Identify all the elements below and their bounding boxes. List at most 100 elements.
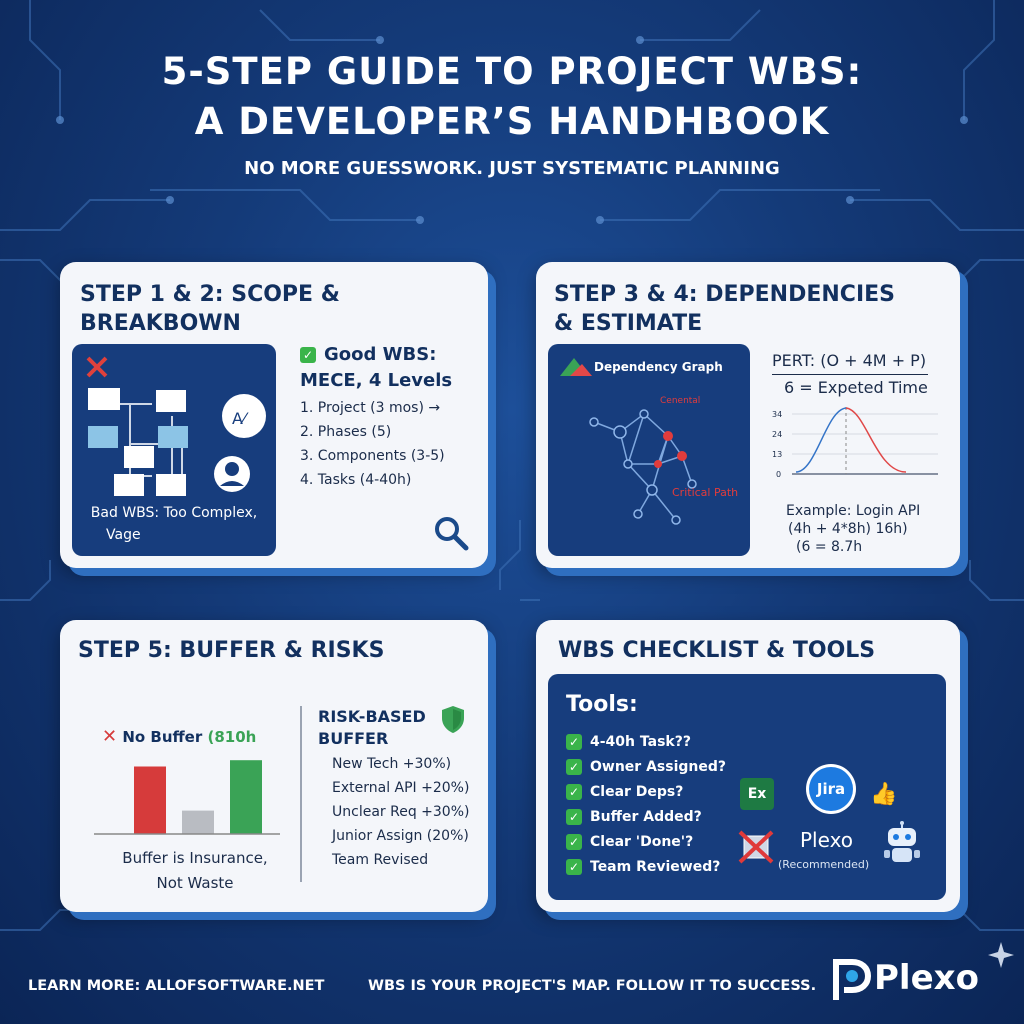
pert-curve-chart: 34 24 13 0 xyxy=(772,407,938,479)
check-icon: ✓ xyxy=(566,809,582,825)
pert-line1: PERT: (O + 4M + P) xyxy=(772,351,927,370)
jira-logo: Jira xyxy=(806,764,856,814)
crossed-tool-icon xyxy=(738,830,774,864)
card3-title: STEP 5: BUFFER & RISKS xyxy=(78,638,385,663)
good-wbs-heading-line2: MECE, 4 Levels xyxy=(300,370,453,391)
curve-tick-label: 24 xyxy=(772,430,782,439)
card-checklist-tools: WBS CHECKLIST & TOOLS Tools: ✓ 4-40h Task… xyxy=(536,620,960,912)
card-buffer-risks: STEP 5: BUFFER & RISKS ✕ No Buffer (810h… xyxy=(60,620,488,912)
bad-wbs-panel: A⁄ Bad WBS: Too Complex, Vage xyxy=(72,344,276,556)
buffer-caption-line1: Buffer is Insurance, xyxy=(122,849,268,867)
dependency-graph xyxy=(560,358,697,525)
mountain-icon xyxy=(560,358,592,376)
graph-title: Dependency Graph xyxy=(594,360,723,374)
checklist-label: Buffer Added? xyxy=(590,809,702,825)
page-title-line1: 5-STEP GUIDE TO PROJECT WBS: xyxy=(161,50,863,93)
confused-bubble-icon: A⁄ xyxy=(222,394,266,438)
list-item: 2. Phases (5) xyxy=(300,424,392,440)
bad-wbs-caption: Bad WBS: Too Complex, Vage xyxy=(86,502,262,546)
learn-more-link[interactable]: LEARN MORE: ALLOFSOFTWARE.NET xyxy=(28,978,325,994)
checklist-item: ✓ Owner Assigned? xyxy=(566,755,726,780)
buffer-bar-chart xyxy=(94,760,280,835)
example-line2: (4h + 4*8h) 16h) xyxy=(788,521,908,537)
buffer-caption: Buffer is Insurance, Not Waste xyxy=(100,846,290,896)
card-scope-breakdown: STEP 1 & 2: SCOPE & BREAKBOWN A⁄ Bad WBS… xyxy=(60,262,488,568)
card4-title: WBS CHECKLIST & TOOLS xyxy=(558,638,876,663)
checklist-item: ✓ Clear Deps? xyxy=(566,780,726,805)
red-x-icon: ✕ xyxy=(102,726,118,747)
bad-wbs-diagram: A⁄ xyxy=(86,356,266,496)
shield-icon xyxy=(442,706,464,733)
list-item: Junior Assign (20%) xyxy=(332,828,469,844)
list-item: Unclear Req +30%) xyxy=(332,804,470,820)
checklist-item: ✓ 4-40h Task?? xyxy=(566,730,726,755)
thumbs-up-icon: 👍 xyxy=(870,782,898,807)
check-icon: ✓ xyxy=(566,834,582,850)
no-buffer-text: No Buffer xyxy=(122,728,203,746)
card-dependencies-estimate: STEP 3 & 4: DEPENDENCIES & ESTIMATE Depe… xyxy=(536,262,960,568)
checklist-item: ✓ Clear 'Done'? xyxy=(566,830,726,855)
curve-tick-label: 0 xyxy=(776,470,781,479)
risk-heading-line2: BUFFER xyxy=(318,729,389,748)
pert-formula: PERT: (O + 4M + P) 6 = Expeted Time xyxy=(772,348,928,401)
curve-tick-label: 34 xyxy=(772,410,782,419)
page-subtitle: NO MORE GUESSWORK. JUST SYSTEMATIC PLANN… xyxy=(244,158,780,179)
no-buffer-value: (810h xyxy=(207,728,257,746)
example-line3: (6 = 8.7h xyxy=(796,539,863,555)
footer-tagline: WBS IS YOUR PROJECT'S MAP. FOLLOW IT TO … xyxy=(368,978,817,994)
bar-no-buffer xyxy=(134,766,166,834)
page-title-line2: A DEVELOPER’S HANDHBOOK xyxy=(194,100,830,143)
sparkle-icon xyxy=(988,942,1014,968)
recommended-label: (Recommended) xyxy=(778,858,870,871)
node-label: Cenental xyxy=(660,396,701,406)
card2-title-line1: STEP 3 & 4: DEPENDENCIES xyxy=(554,282,895,307)
check-icon: ✓ xyxy=(300,347,316,363)
no-buffer-label: ✕ No Buffer (810h xyxy=(102,726,256,747)
risk-heading: RISK-BASED BUFFER xyxy=(318,706,426,750)
list-item: External API +20%) xyxy=(332,780,470,796)
svg-text:A⁄: A⁄ xyxy=(232,409,249,428)
bad-wbs-caption-line1: Bad WBS: Too Complex, xyxy=(90,505,258,521)
risk-heading-line1: RISK-BASED xyxy=(318,707,426,726)
robot-icon xyxy=(884,821,920,862)
check-icon: ✓ xyxy=(566,759,582,775)
checklist-label: 4-40h Task?? xyxy=(590,734,691,750)
magnifier-icon xyxy=(435,517,469,551)
list-item: 4. Tasks (4-40h) xyxy=(300,472,412,488)
list-item: 3. Components (3-5) xyxy=(300,448,445,464)
card2-title: STEP 3 & 4: DEPENDENCIES & ESTIMATE xyxy=(554,280,895,338)
critical-path-label: Critical Path xyxy=(672,486,739,499)
good-wbs-heading: ✓ Good WBS: MECE, 4 Levels xyxy=(300,342,452,394)
tools-heading: Tools: xyxy=(566,692,638,717)
checklist: ✓ 4-40h Task?? ✓ Owner Assigned? ✓ Clear De… xyxy=(566,730,726,880)
check-icon: ✓ xyxy=(566,734,582,750)
check-icon: ✓ xyxy=(566,784,582,800)
buffer-caption-line2: Not Waste xyxy=(156,874,234,892)
jira-label: Jira xyxy=(809,767,853,811)
good-wbs-heading-line1: Good WBS: xyxy=(324,344,437,365)
example-line1: Example: Login API xyxy=(786,503,921,519)
checklist-label: Clear 'Done'? xyxy=(590,834,694,850)
checklist-item: ✓Team Reviewed? xyxy=(566,855,726,880)
excel-icon: Ex xyxy=(740,778,774,810)
list-item: 1. Project (3 mos) → xyxy=(300,400,441,416)
checklist-label: Team Reviewed? xyxy=(590,859,721,875)
card1-title-line1: STEP 1 & 2: SCOPE & xyxy=(80,282,340,307)
list-item: New Tech +30%) xyxy=(332,756,452,772)
risk-list: New Tech +30%) External API +20%) Unclea… xyxy=(332,752,469,872)
dependency-graph-panel: Dependency Graph Cenental Critical Path xyxy=(548,344,750,556)
pert-line2: 6 = Expeted Time xyxy=(772,374,928,401)
bad-wbs-caption-line2: Vage xyxy=(106,527,141,543)
red-x-icon xyxy=(86,356,108,378)
plexo-tool-label: Plexo xyxy=(800,828,854,852)
checklist-label: Owner Assigned? xyxy=(590,759,727,775)
curve-tick-label: 13 xyxy=(772,450,782,459)
list-item: Team Revised xyxy=(332,852,429,868)
divider xyxy=(300,706,302,882)
plexo-brand: Plexo xyxy=(874,958,979,998)
developer-avatar-icon xyxy=(214,456,250,492)
checklist-label: Clear Deps? xyxy=(590,784,684,800)
wbs-levels-list: 1. Project (3 mos) → 2. Phases (5) 3. Co… xyxy=(300,396,445,492)
card2-title-line2: & ESTIMATE xyxy=(554,311,703,336)
